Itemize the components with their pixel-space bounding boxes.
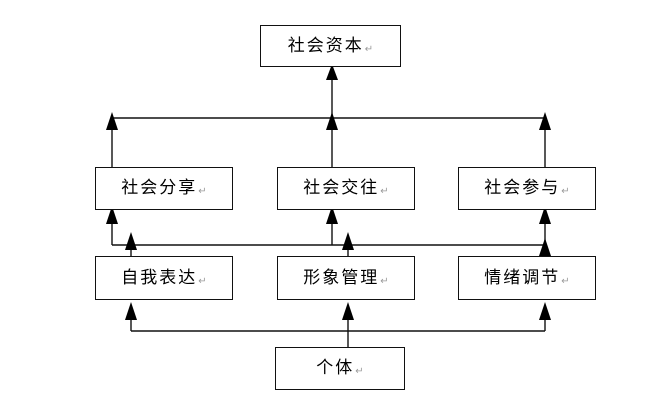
arrowhead-into-emotion-regulation (539, 302, 551, 320)
node-emotion-regulation[interactable]: 情绪调节 ↵ (458, 256, 596, 300)
pilcrow-mark: ↵ (355, 366, 364, 377)
edge-group-individual-to-level3 (125, 302, 551, 347)
node-social-capital[interactable]: 社会资本 ↵ (260, 25, 401, 67)
edge-group-level3-to-level2 (106, 206, 551, 256)
arrowhead-into-social-sharing (106, 206, 118, 224)
pilcrow-mark: ↵ (380, 275, 389, 287)
arrowhead-bus-right (539, 112, 551, 130)
node-social-sharing[interactable]: 社会分享 ↵ (95, 167, 233, 210)
node-individual[interactable]: 个体 ↵ (275, 347, 405, 390)
edge-group-to-social-capital (106, 64, 551, 167)
pilcrow-mark: ↵ (380, 186, 389, 197)
arrowhead-into-self-expression (125, 302, 137, 320)
arrowhead-bus-center (326, 112, 338, 130)
arrowhead-feeder-emotion-regulation (539, 238, 551, 256)
pilcrow-mark: ↵ (198, 186, 207, 197)
arrowhead-feeder-impression-management (342, 232, 354, 250)
node-social-interaction[interactable]: 社会交往 ↵ (277, 167, 415, 210)
pilcrow-mark: ↵ (561, 186, 570, 197)
node-label-impression-management: 形象管理 (303, 267, 380, 288)
arrowhead-feeder-self-expression (125, 232, 137, 250)
node-social-participation[interactable]: 社会参与 ↵ (458, 167, 596, 210)
arrowhead-into-social-capital (326, 64, 338, 80)
node-label-social-capital: 社会资本 (287, 35, 364, 56)
node-label-self-expression: 自我表达 (121, 267, 198, 288)
arrowhead-into-impression-management (342, 302, 354, 320)
node-label-social-sharing: 社会分享 (121, 178, 198, 198)
node-self-expression[interactable]: 自我表达 ↵ (95, 256, 233, 300)
arrowhead-into-social-participation (539, 206, 551, 224)
arrowhead-bus-left (106, 112, 118, 130)
node-label-social-interaction: 社会交往 (303, 178, 380, 198)
pilcrow-mark: ↵ (198, 275, 207, 287)
node-label-social-participation: 社会参与 (484, 178, 561, 198)
node-label-emotion-regulation: 情绪调节 (484, 267, 561, 288)
pilcrow-mark: ↵ (364, 43, 374, 55)
pilcrow-mark: ↵ (561, 275, 570, 287)
arrowhead-into-social-interaction (326, 206, 338, 224)
node-label-individual: 个体 (316, 358, 355, 378)
node-impression-management[interactable]: 形象管理 ↵ (277, 256, 415, 300)
